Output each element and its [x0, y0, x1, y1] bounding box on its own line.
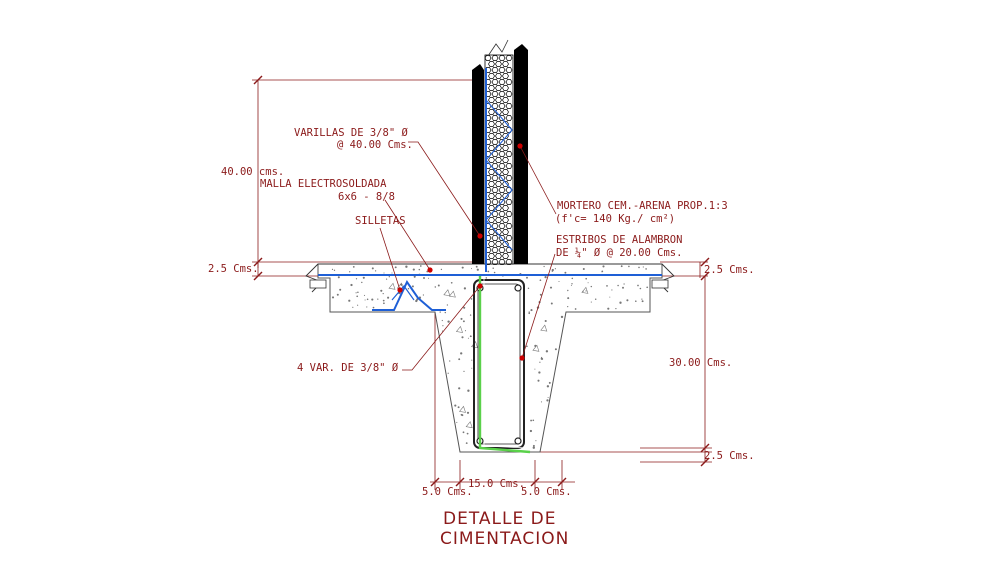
label-dimension-30: 30.00 Cms.	[669, 357, 732, 369]
anchor-bar	[478, 276, 531, 454]
label-dimension-40: 40.00 cms.	[221, 166, 284, 178]
label-silletas: SILLETAS	[355, 215, 406, 227]
label-estribos-line1: ESTRIBOS DE ALAMBRON	[556, 234, 682, 246]
label-estribos-line2: DE ¼" Ø @ 20.00 Cms.	[556, 247, 682, 259]
label-varillas-line1: VARILLAS DE 3/8" Ø	[294, 127, 408, 139]
label-dimension-15: 15.0 Cms.	[468, 478, 525, 490]
rebar-and-mesh	[318, 68, 662, 311]
label-malla-line1: MALLA ELECTROSOLDADA	[260, 178, 387, 190]
wall-section	[472, 39, 528, 265]
label-varillas-line2: @ 40.00 Cms.	[337, 139, 413, 151]
leader-lines	[379, 141, 557, 371]
dimension-lines	[252, 79, 712, 490]
leader-dots	[397, 143, 525, 361]
concrete-footing	[305, 263, 675, 453]
label-mortero-line1: MORTERO CEM.-ARENA PROP.1:3	[557, 200, 728, 212]
drawing-title-line1: DETALLE DE	[443, 509, 556, 529]
label-malla-line2: 6x6 - 8/8	[338, 191, 395, 203]
label-four-bars: 4 VAR. DE 3/8" Ø	[297, 362, 399, 374]
label-mortero-line2: (f'c= 140 Kg./ cm²)	[555, 213, 675, 225]
dimension-ticks	[253, 75, 710, 487]
drawing-title-line2: CIMENTACION	[440, 529, 569, 549]
label-dimension-2-5-right-bottom: 2.5 Cms.	[704, 450, 755, 462]
concrete-aggregate-pattern	[331, 265, 649, 449]
label-dimension-2-5-right-top: 2.5 Cms.	[704, 264, 755, 276]
label-dimension-2-5-left: 2.5 Cms.	[208, 263, 259, 275]
label-dimension-5-right: 5.0 Cms.	[521, 486, 572, 498]
label-dimension-5-left: 5.0 Cms.	[422, 486, 473, 498]
